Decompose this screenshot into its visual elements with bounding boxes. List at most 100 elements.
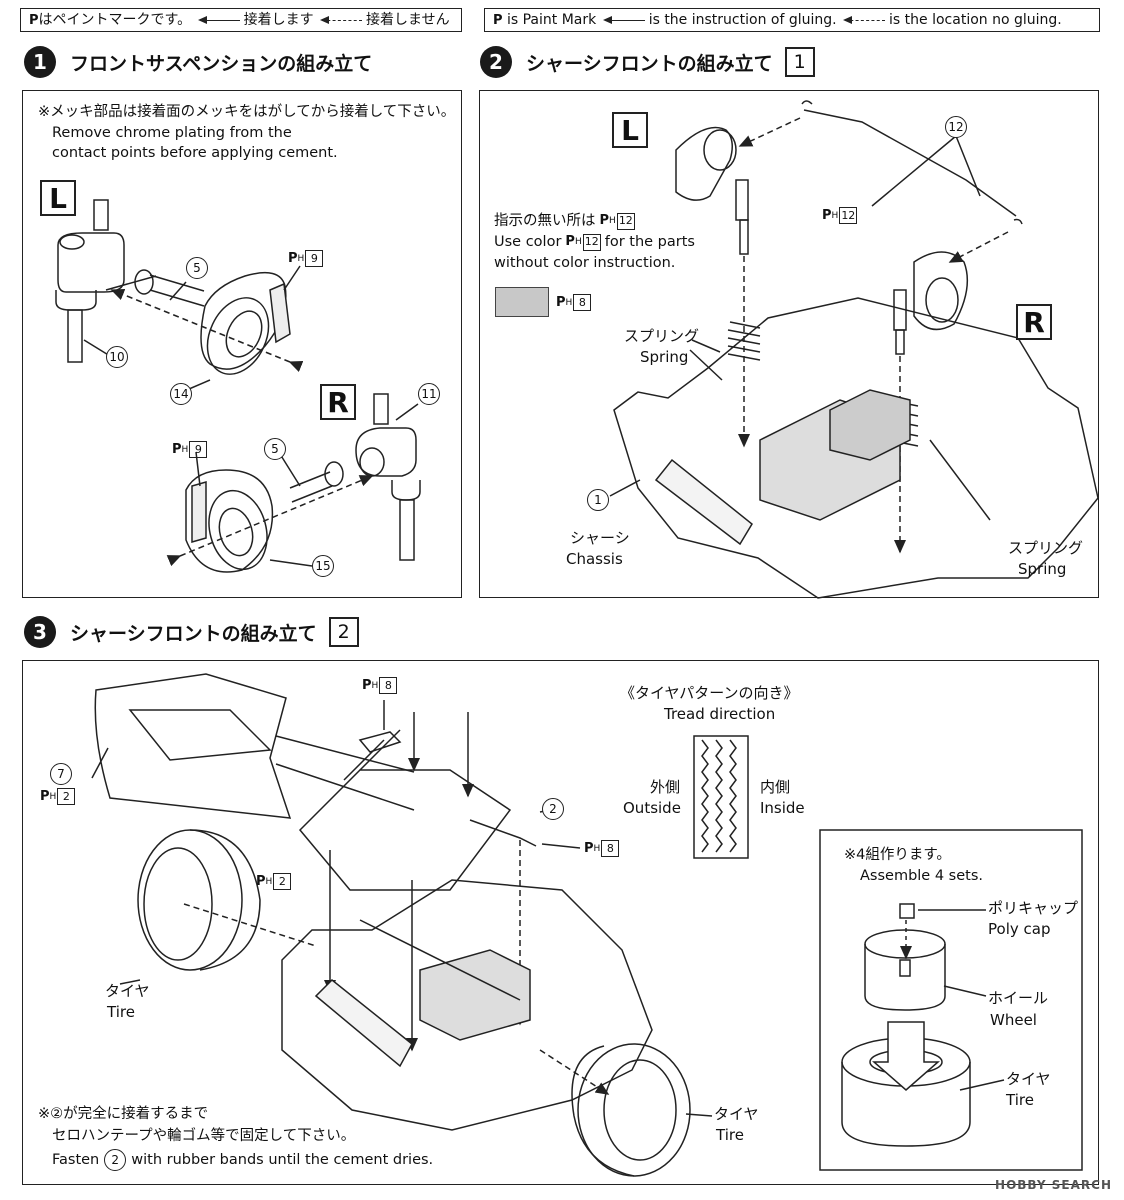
- step3-note-ja-2: セロハンテープや輪ゴム等で固定して下さい。: [52, 1128, 356, 1144]
- side-label-r: R: [1016, 304, 1052, 340]
- legend-glue-en: is the instruction of gluing.: [648, 12, 837, 28]
- inside-label-en: Inside: [760, 799, 805, 817]
- paint-code: 8: [379, 677, 398, 694]
- paint-letter: P: [565, 234, 575, 249]
- inside-label-ja: 内側: [760, 778, 791, 796]
- legend-english: P is Paint Mark is the instruction of gl…: [484, 8, 1100, 32]
- paint-letter: P: [822, 208, 832, 223]
- color-swatch-h8: [495, 287, 549, 317]
- legend-no-glue-en: is the location no gluing.: [889, 12, 1062, 28]
- assemble-sets-ja: ※4組作ります。: [844, 847, 951, 863]
- paint-sub: H: [565, 297, 573, 308]
- outside-label-ja: 外側: [650, 778, 681, 796]
- paint-code: 9: [189, 441, 208, 458]
- legend-paint-mark-ja: はペイントマークです。: [38, 12, 192, 28]
- paint-sub: H: [371, 680, 379, 691]
- tire-right-drawing: [571, 1043, 691, 1177]
- paint-mark-icon: P: [29, 13, 39, 28]
- spring-label-ja: スプリング: [1008, 539, 1084, 557]
- part-number: 11: [418, 383, 440, 405]
- step3-panel: [22, 660, 1099, 1185]
- chassis-step3-drawing: [281, 879, 653, 1131]
- paint-code: 9: [305, 250, 324, 267]
- assemble-sets-en: Assemble 4 sets.: [860, 868, 983, 884]
- step2-panel: [479, 90, 1099, 598]
- step3-number: 3: [24, 616, 56, 648]
- paint-letter: P: [362, 678, 372, 693]
- step1-heading: 1 フロントサスペンションの組み立て: [24, 46, 372, 78]
- part-number: 7: [50, 763, 72, 785]
- knuckle-right-step2-drawing: [893, 251, 969, 355]
- part-number: 2: [542, 798, 564, 820]
- paint-code: 8: [601, 840, 620, 857]
- step3-note-ja-1: ※②が完全に接着するまで: [38, 1106, 209, 1122]
- spring-label-en: Spring: [1018, 560, 1067, 578]
- no-glue-arrow-icon: [320, 15, 363, 24]
- tire-label-en: Tire: [716, 1126, 744, 1144]
- part-number: 5: [186, 257, 208, 279]
- paint-letter: P: [599, 213, 610, 228]
- no-glue-arrow-icon: [843, 15, 886, 24]
- wheel-label-ja: ホイール: [988, 989, 1049, 1007]
- tire-label-ja: タイヤ: [1006, 1070, 1051, 1088]
- step1-note-en-2: contact points before applying cement.: [52, 145, 338, 161]
- step2-ref: 1: [784, 47, 815, 77]
- side-label-r: R: [320, 384, 356, 420]
- tire-left-drawing: [137, 829, 261, 971]
- wheel-assembly-drawing: [841, 903, 971, 1147]
- legend-japanese: Pはペイントマークです。 接着します 接着しません: [20, 8, 462, 32]
- knuckle-left-drawing: [55, 199, 157, 363]
- side-label-l: L: [612, 112, 648, 148]
- paint-sub: H: [297, 253, 305, 264]
- paint-sub: H: [609, 216, 616, 226]
- chassis-drawing: [613, 297, 1099, 599]
- outside-label-en: Outside: [623, 799, 681, 817]
- color-note-ja-text: 指示の無い所は: [494, 213, 596, 229]
- glue-arrow-icon: [602, 15, 645, 24]
- paint-letter: P: [288, 251, 298, 266]
- step3-heading: 3 シャーシフロントの組み立て 2: [24, 616, 359, 648]
- step1-panel: [22, 90, 462, 598]
- step1-number: 1: [24, 46, 56, 78]
- part-number: 1: [587, 489, 609, 511]
- chassis-label-en: Chassis: [566, 550, 623, 568]
- step1-note-ja: ※メッキ部品は接着面のメッキをはがしてから接着して下さい。: [38, 104, 456, 120]
- part-number: 5: [264, 438, 286, 460]
- tire-label-en: Tire: [107, 1003, 135, 1021]
- legend-no-glue-ja: 接着しません: [366, 12, 450, 28]
- polycap-label-en: Poly cap: [988, 920, 1051, 938]
- tire-label-ja: タイヤ: [105, 982, 150, 1000]
- part-number: 14: [170, 383, 192, 405]
- chassis-label-ja: シャーシ: [570, 529, 630, 547]
- part-number: 12: [945, 116, 967, 138]
- paint-sub: H: [831, 210, 839, 221]
- note-en-post: with rubber bands until the cement dries…: [131, 1152, 434, 1168]
- spring-left-drawing: [727, 321, 761, 361]
- tread-direction-en: Tread direction: [664, 705, 776, 723]
- tread-pattern-drawing: [693, 735, 749, 859]
- paint-sub: H: [593, 843, 601, 854]
- spring-label-en: Spring: [640, 348, 689, 366]
- paint-sub: H: [574, 237, 582, 247]
- knuckle-left-step2-drawing: [675, 126, 749, 255]
- part-number: 15: [312, 555, 334, 577]
- polycap-label-ja: ポリキャップ: [988, 899, 1079, 917]
- paint-letter: P: [584, 841, 594, 856]
- step1-title: フロントサスペンションの組み立て: [70, 52, 373, 75]
- paint-mark-icon: P: [493, 13, 503, 28]
- step3-note-en: Fasten 2 with rubber bands until the cem…: [52, 1149, 433, 1171]
- paint-code: 2: [57, 788, 76, 805]
- step2-title: シャーシフロントの組み立て: [526, 52, 773, 75]
- paint-sub: H: [265, 876, 273, 887]
- tie-rod-12-drawing: [801, 100, 1023, 225]
